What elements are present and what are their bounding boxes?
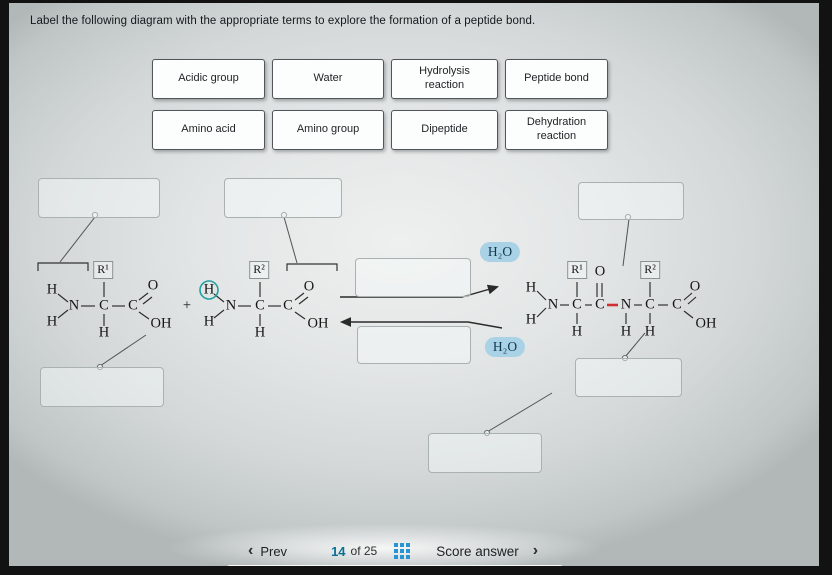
atom-c: C [283, 297, 293, 314]
drop-target-top-left[interactable] [38, 178, 160, 218]
atom-h: H [203, 281, 215, 298]
drop-target-forward-arrow[interactable] [355, 258, 471, 297]
atom-c: C [645, 296, 655, 313]
atom-h: H [46, 313, 58, 330]
next-chevron-icon[interactable]: › [532, 542, 539, 559]
atom-o: O [147, 277, 159, 294]
prev-chevron-icon[interactable]: ‹ [248, 542, 254, 559]
atom-h: H [203, 313, 215, 330]
r2-group: R² [249, 261, 269, 279]
question-grid-icon[interactable] [394, 543, 411, 559]
term-acidic-group[interactable]: Acidic group [152, 59, 265, 99]
term-hydrolysis-reaction[interactable]: Hydrolysis reaction [391, 59, 498, 99]
atom-c: C [595, 296, 605, 313]
r1-group: R¹ [93, 261, 113, 279]
term-water[interactable]: Water [272, 59, 384, 99]
term-dehydration-reaction[interactable]: Dehydration reaction [505, 110, 608, 150]
page-count-label: of 25 [350, 544, 378, 558]
drop-target-reverse-arrow[interactable] [357, 326, 471, 364]
drop-target-bottom-left[interactable] [40, 367, 164, 407]
atom-h: H [525, 311, 537, 328]
page-title: Label the following diagram with the app… [30, 15, 536, 27]
hydroxyl-group: OH [307, 315, 329, 332]
atom-h: H [571, 323, 583, 340]
atom-h: H [620, 323, 632, 340]
bezel-left [0, 0, 9, 575]
drop-target-bottom-center[interactable] [428, 433, 542, 473]
group-brackets [37, 262, 338, 271]
plus-sign: + [182, 297, 192, 314]
atom-h: H [98, 324, 110, 341]
atom-n: N [225, 297, 237, 314]
amino-acid-1-bonds [57, 282, 153, 326]
atom-n: N [547, 296, 559, 313]
atom-h: H [46, 281, 58, 298]
hydroxyl-group: OH [150, 315, 172, 332]
term-amino-acid[interactable]: Amino acid [152, 110, 265, 150]
dipeptide-bonds [536, 282, 697, 324]
hydrogen-highlight-ring [199, 280, 219, 300]
score-answer-button[interactable]: Score answer [436, 543, 519, 559]
atom-h: H [525, 279, 537, 296]
atom-c: C [99, 297, 109, 314]
r2-group: R² [640, 261, 660, 279]
bezel-top [0, 0, 832, 3]
drop-target-bottom-right[interactable] [575, 358, 682, 397]
drop-target-top-right[interactable] [578, 182, 684, 220]
atom-o: O [303, 278, 315, 295]
atom-n: N [68, 297, 80, 314]
r1-group: R¹ [567, 261, 587, 279]
bottom-navigation: ‹ Prev 14 of 25 Score answer › [248, 543, 538, 559]
atom-o: O [689, 278, 701, 295]
term-dipeptide[interactable]: Dipeptide [391, 110, 498, 150]
atom-n: N [620, 296, 632, 313]
water-molecule-label: H₂O [484, 337, 526, 357]
current-page-number: 14 [331, 543, 346, 559]
term-bank: Acidic group Water Hydrolysis reaction P… [152, 59, 608, 150]
screen-glare [170, 524, 600, 572]
atom-c: C [672, 296, 682, 313]
term-peptide-bond[interactable]: Peptide bond [505, 59, 608, 99]
amino-acid-2-bonds [213, 282, 309, 326]
atom-h: H [254, 324, 266, 341]
atom-c: C [572, 296, 582, 313]
atom-o: O [594, 263, 606, 280]
atom-c: C [128, 297, 138, 314]
hydroxyl-group: OH [695, 315, 717, 332]
atom-c: C [255, 297, 265, 314]
water-molecule-label: H₂O [479, 242, 521, 262]
reaction-arrows [339, 284, 503, 329]
leader-lines [59, 216, 646, 433]
leader-anchors [91, 211, 632, 437]
bezel-bottom [0, 566, 832, 575]
drop-target-top-middle[interactable] [224, 178, 342, 218]
term-amino-group[interactable]: Amino group [272, 110, 384, 150]
bezel-right [819, 0, 832, 575]
atom-h: H [644, 323, 656, 340]
prev-button[interactable]: Prev [260, 543, 288, 559]
